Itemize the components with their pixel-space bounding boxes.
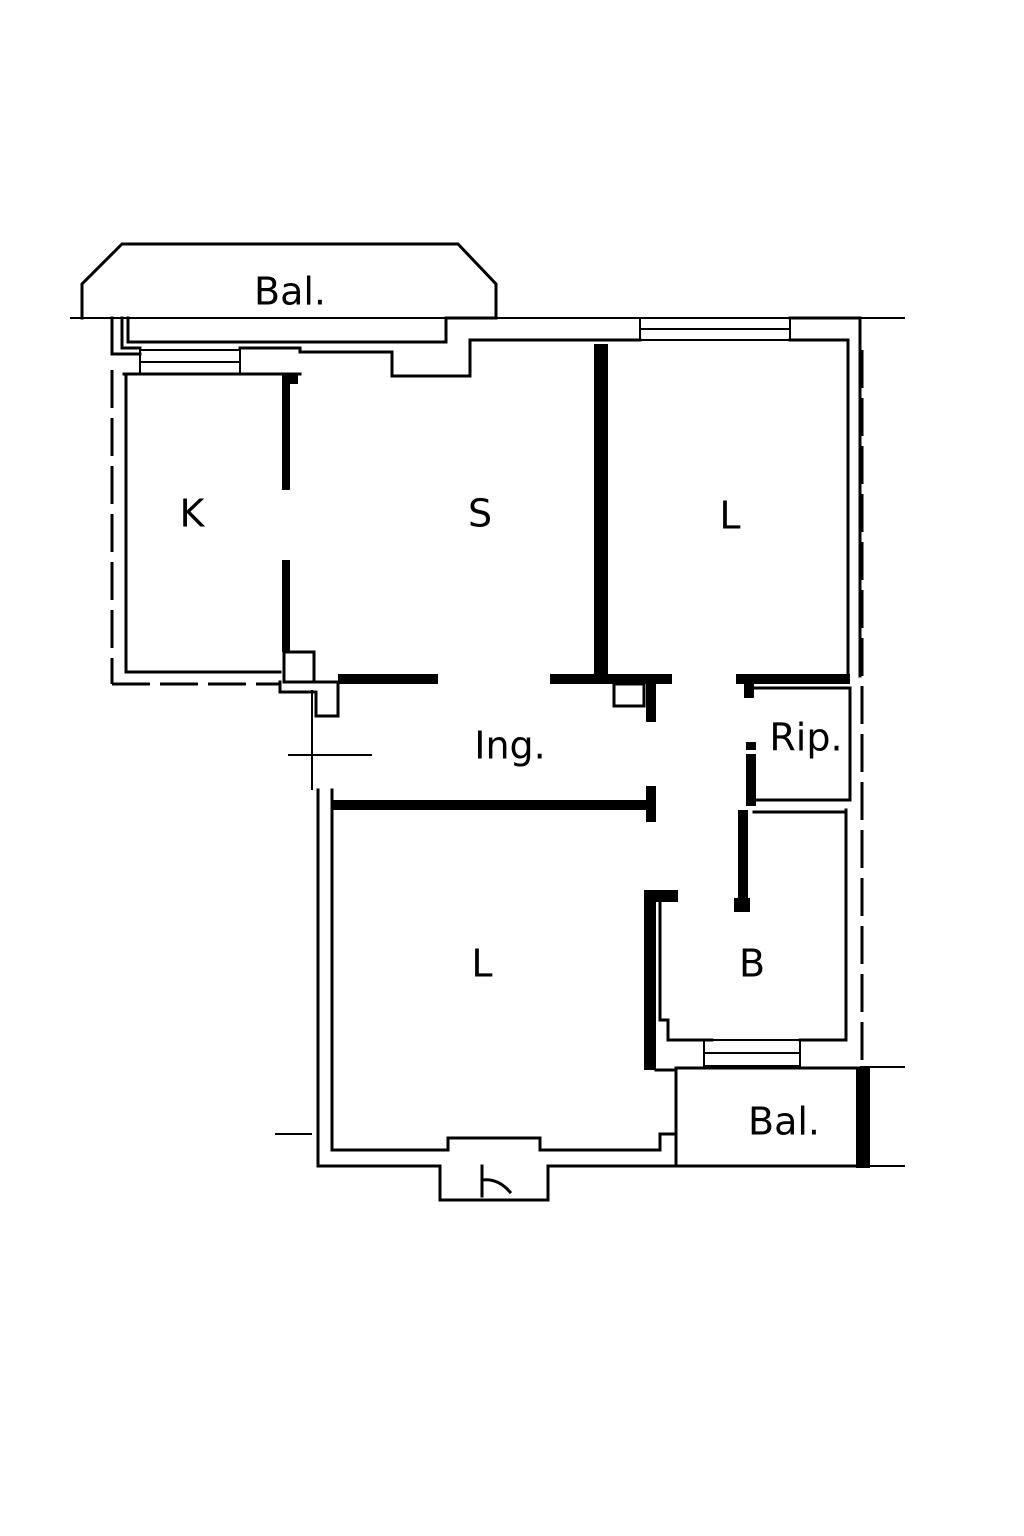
bedroom-bottom-label: L [471, 942, 492, 986]
hall-north-wall [338, 674, 850, 722]
storage-walls [746, 686, 852, 814]
north-wall [110, 316, 862, 678]
east-wall [844, 350, 864, 1060]
living-bedroom-partition [594, 344, 608, 676]
bathroom-walls [644, 810, 848, 1070]
balcony-top-outline [80, 242, 498, 320]
entrance-label: Ing. [474, 724, 546, 768]
bathroom-label: B [739, 942, 765, 986]
living-room-label: S [468, 492, 492, 536]
balcony-bottom-label: Bal. [748, 1100, 820, 1144]
hall-south-wall [316, 786, 656, 1168]
kitchen-living-partition [278, 376, 340, 718]
kitchen-label: K [180, 492, 206, 536]
balcony-bottom-walls [654, 1066, 870, 1168]
west-wall [110, 370, 282, 686]
south-wall [316, 1132, 678, 1202]
balcony-top-label: Bal. [254, 270, 326, 314]
bedroom-top-label: L [719, 494, 740, 538]
storage-label: Rip. [769, 716, 842, 760]
